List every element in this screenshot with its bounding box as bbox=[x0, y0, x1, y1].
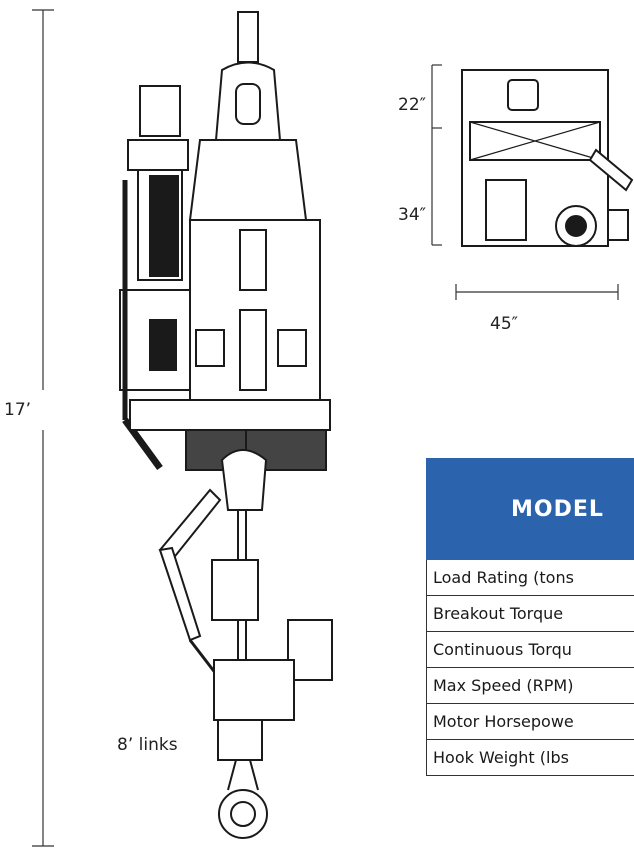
table-header-row: MODEL bbox=[426, 458, 634, 560]
spec-table: MODEL Load Rating (tons Breakout Torque … bbox=[426, 458, 634, 776]
row-label: Max Speed (RPM) bbox=[426, 667, 634, 704]
mid-height-label: 34″ bbox=[398, 205, 426, 225]
overall-height-dimension bbox=[32, 9, 54, 847]
row-label: Motor Horsepowe bbox=[426, 703, 634, 740]
table-header-model: MODEL bbox=[426, 458, 634, 560]
side-dimension-brackets bbox=[431, 64, 619, 300]
row-label: Hook Weight (lbs bbox=[426, 739, 634, 776]
row-label: Continuous Torqu bbox=[426, 631, 634, 668]
row-label: Breakout Torque bbox=[426, 595, 634, 632]
row-label: Load Rating (tons bbox=[426, 559, 634, 596]
table-row: Hook Weight (lbs bbox=[426, 739, 634, 776]
table-row: Breakout Torque bbox=[426, 595, 634, 632]
table-row: Continuous Torqu bbox=[426, 631, 634, 668]
main-machine-drawing bbox=[119, 11, 333, 839]
overall-height-label: 17’ bbox=[4, 400, 32, 420]
side-view-drawing bbox=[461, 69, 634, 247]
table-row: Max Speed (RPM) bbox=[426, 667, 634, 704]
width-label: 45″ bbox=[490, 314, 518, 334]
table-row: Motor Horsepowe bbox=[426, 703, 634, 740]
links-label: 8’ links bbox=[117, 735, 178, 755]
top-height-label: 22″ bbox=[398, 95, 426, 115]
table-row: Load Rating (tons bbox=[426, 559, 634, 596]
